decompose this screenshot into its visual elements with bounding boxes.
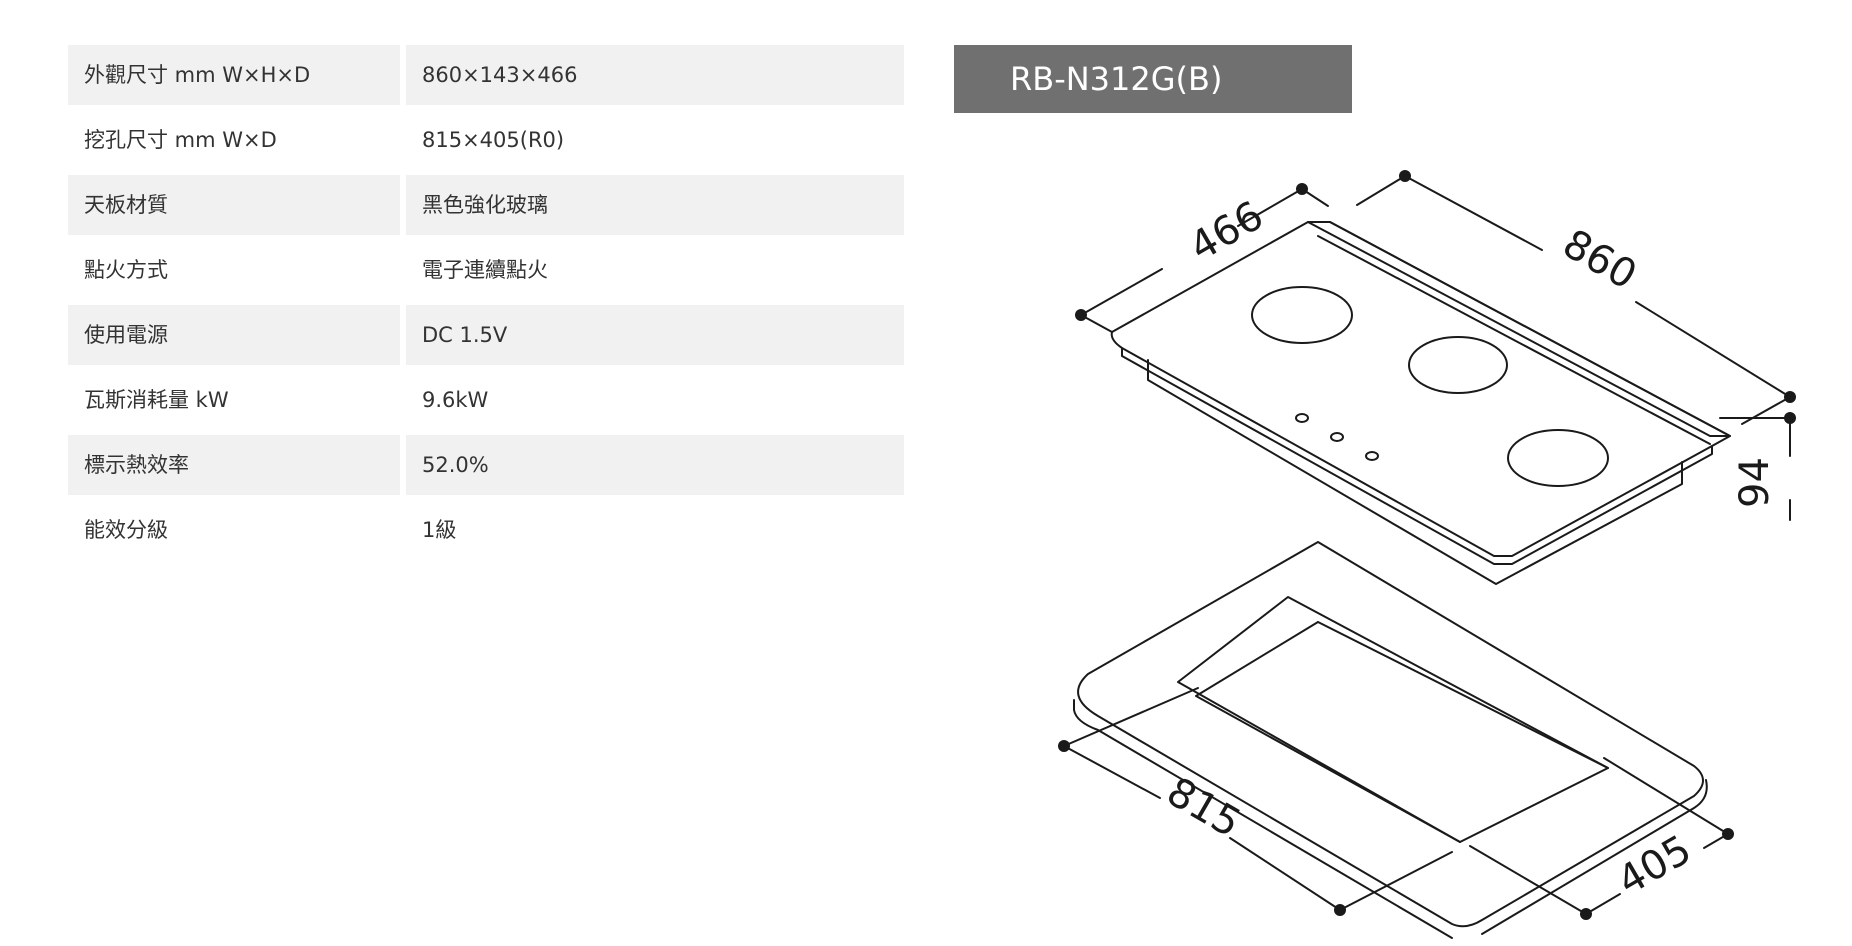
spec-row: 點火方式 電子連續點火 (68, 240, 904, 305)
dimension-cutout-width-label: 815 (1159, 769, 1248, 847)
spec-value: 1級 (422, 518, 457, 542)
cooktop-outline (1110, 221, 1731, 585)
spec-row: 外觀尺寸 mm W×H×D 860×143×466 (68, 45, 904, 110)
spec-row: 天板材質 黑色強化玻璃 (68, 175, 904, 240)
spec-label: 挖孔尺寸 mm W×D (84, 128, 277, 152)
spec-value: 52.0% (406, 435, 904, 495)
dimension-cutout-width (1058, 687, 1453, 916)
dimension-depth-label: 466 (1182, 193, 1271, 271)
dimension-height-label: 94 (1732, 457, 1778, 508)
spec-label: 使用電源 (68, 305, 400, 365)
spec-row: 使用電源 DC 1.5V (68, 305, 904, 370)
spec-value: 9.6kW (422, 388, 489, 412)
model-name-banner: RB-N312G(B) (954, 45, 1352, 113)
dimension-depth (1075, 183, 1329, 333)
spec-value: 電子連續點火 (422, 258, 548, 282)
spec-label: 天板材質 (68, 175, 400, 235)
spec-value: 860×143×466 (406, 45, 904, 105)
spec-value: DC 1.5V (406, 305, 904, 365)
spec-row: 能效分級 1級 (68, 500, 904, 565)
spec-row: 標示熱效率 52.0% (68, 435, 904, 500)
spec-table: 外觀尺寸 mm W×H×D 860×143×466 挖孔尺寸 mm W×D 81… (68, 45, 904, 565)
spec-label: 瓦斯消耗量 kW (84, 388, 229, 412)
spec-label: 外觀尺寸 mm W×H×D (68, 45, 400, 105)
spec-label: 能效分級 (84, 518, 168, 542)
dimension-width-label: 860 (1555, 221, 1644, 299)
burner-rings (1251, 286, 1609, 487)
spec-row: 挖孔尺寸 mm W×D 815×405(R0) (68, 110, 904, 175)
dimension-width (1356, 170, 1796, 425)
spec-value: 黑色強化玻璃 (406, 175, 904, 235)
cooktop-dimension-drawing: 466 860 94 815 405 (1058, 170, 1796, 939)
control-knob-dots (1295, 413, 1379, 461)
spec-label: 點火方式 (84, 258, 168, 282)
spec-row: 瓦斯消耗量 kW 9.6kW (68, 370, 904, 435)
dimension-cutout-depth (1469, 757, 1734, 920)
cutout-outline (1073, 541, 1708, 939)
spec-label: 標示熱效率 (68, 435, 400, 495)
dimension-height (1719, 412, 1796, 521)
spec-value: 815×405(R0) (422, 128, 565, 152)
